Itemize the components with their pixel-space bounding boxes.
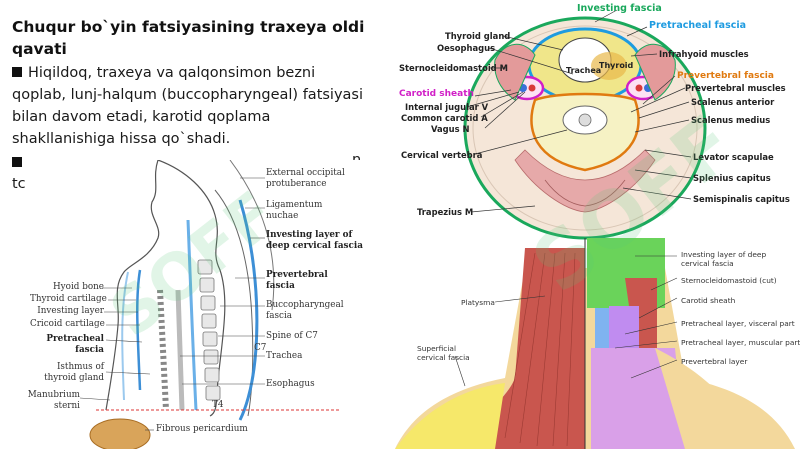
label-c7: C7	[254, 343, 267, 353]
bullet-square-icon	[12, 67, 22, 77]
label-common-carotid: Common carotid A	[401, 113, 488, 123]
label-thyroid-gland: thyroid gland	[44, 373, 104, 383]
label-thyroid-cartilage: Thyroid cartilage	[30, 294, 107, 304]
label-semispinalis-capitus: Semispinalis capitus	[693, 194, 790, 204]
label-sternocleidomastoid-cut: Sternocleidomastoid (cut)	[681, 276, 777, 285]
label-thyroid-inner: Thyroid	[599, 61, 634, 70]
label-trapezius: Trapezius M	[417, 207, 474, 217]
label-cricoid-cartilage: Cricoid cartilage	[30, 319, 105, 329]
label-superficial: Superficial	[417, 344, 457, 353]
bullet-1-text: Hiqildoq, traxeya va qalqonsimon bezni q…	[12, 65, 364, 146]
label-oesophagus: Oesophagus	[437, 43, 496, 53]
label-superficial-cervical-fascia: cervical fascia	[417, 353, 470, 362]
label-pretracheal-visceral: Pretracheal layer, visceral part	[681, 319, 795, 328]
label-levator-scapulae: Levator scapulae	[693, 152, 774, 162]
label-investing-fascia: Investing fascia	[577, 3, 662, 14]
label-spine-c7: Spine of C7	[266, 331, 318, 341]
label-prevertebral-fascia: Prevertebral fascia	[677, 71, 774, 81]
label-prevertebral-muscles: Prevertebral muscles	[685, 83, 786, 93]
label-buccopharyngeal-fascia: fascia	[266, 311, 292, 321]
label-carotid-sheath: Carotid sheath	[681, 296, 736, 305]
label-trachea-inner: Trachea	[566, 66, 602, 75]
label-isthmus: Isthmus of	[56, 362, 104, 372]
sagittal-illustration	[40, 159, 370, 449]
label-investing-layer: Investing layer	[37, 306, 104, 316]
label-esophagus: Esophagus	[266, 379, 315, 389]
label-external-occipital: External occipital	[266, 168, 345, 178]
label-vagus-nerve: Vagus N	[431, 124, 470, 134]
label-deep-cervical-fascia: deep cervical fascia	[266, 241, 363, 251]
label-scalenus-anterior: Scalenus anterior	[691, 97, 775, 107]
label-cervical-vertebra: Cervical vertebra	[401, 150, 483, 160]
label-nuchae: nuchae	[266, 211, 299, 221]
label-sterni: sterni	[54, 401, 80, 411]
label-prevertebral-layer: Prevertebral layer	[681, 357, 748, 366]
label-investing-layer-deep: Investing layer of	[266, 230, 353, 240]
label-trachea: Trachea	[266, 351, 303, 361]
label-hyoid-bone: Hyoid bone	[53, 282, 104, 292]
bullet-2-fragment-next: tc	[12, 176, 26, 192]
label-platysma: Platysma	[461, 298, 495, 307]
label-infrahyoid-muscles: Infrahyoid muscles	[659, 49, 749, 59]
label-splenius-capitus: Splenius capitus	[693, 173, 771, 183]
slide-title: Chuqur bo`yin fatsiyasining traxeya oldi…	[12, 18, 365, 58]
dissection-illustration	[395, 238, 795, 449]
label-pretracheal-muscular: Pretracheal layer, muscular part	[681, 338, 800, 347]
label-internal-jugular: Internal jugular V	[405, 102, 489, 112]
label-prevertebral: Prevertebral	[266, 270, 328, 280]
label-pretracheal: Pretracheal	[46, 334, 104, 344]
bullet-1: Hiqildoq, traxeya va qalqonsimon bezni q…	[12, 62, 372, 146]
label-t4: T4	[212, 400, 224, 410]
label-investing-layer-deep: Investing layer of deep	[681, 250, 767, 259]
label-buccopharyngeal: Buccopharyngeal	[266, 300, 344, 310]
label-protuberance: protuberance	[266, 179, 327, 189]
label-thyroid-gland: Thyroid gland	[445, 31, 511, 41]
label-cervical-fascia: cervical fascia	[681, 259, 734, 268]
label-carotid-sheath: Carotid sheath	[399, 89, 474, 99]
label-sternocleidomastoid: Sternocleidomastoid M	[399, 63, 508, 73]
cross-section-figure: Investing fascia Pretracheal fascia Thyr…	[395, 0, 795, 240]
label-prevertebral-fascia: fascia	[266, 281, 295, 291]
label-scalenus-medius: Scalenus medius	[691, 115, 771, 125]
label-manubrium: Manubrium	[27, 390, 80, 400]
sagittal-neck-figure: Hyoid bone Thyroid cartilage Investing l…	[28, 159, 370, 449]
label-pretracheal-fascia: Pretracheal fascia	[649, 20, 747, 31]
cross-section-illustration	[463, 9, 707, 240]
label-fibrous-pericardium: Fibrous pericardium	[156, 424, 248, 434]
label-pretracheal-fascia: fascia	[75, 345, 104, 355]
bullet-2	[12, 152, 372, 174]
bullet-square-icon	[12, 157, 22, 167]
label-ligamentum: Ligamentum	[266, 200, 323, 210]
neck-dissection-figure: Investing layer of deep cervical fascia …	[395, 238, 800, 449]
